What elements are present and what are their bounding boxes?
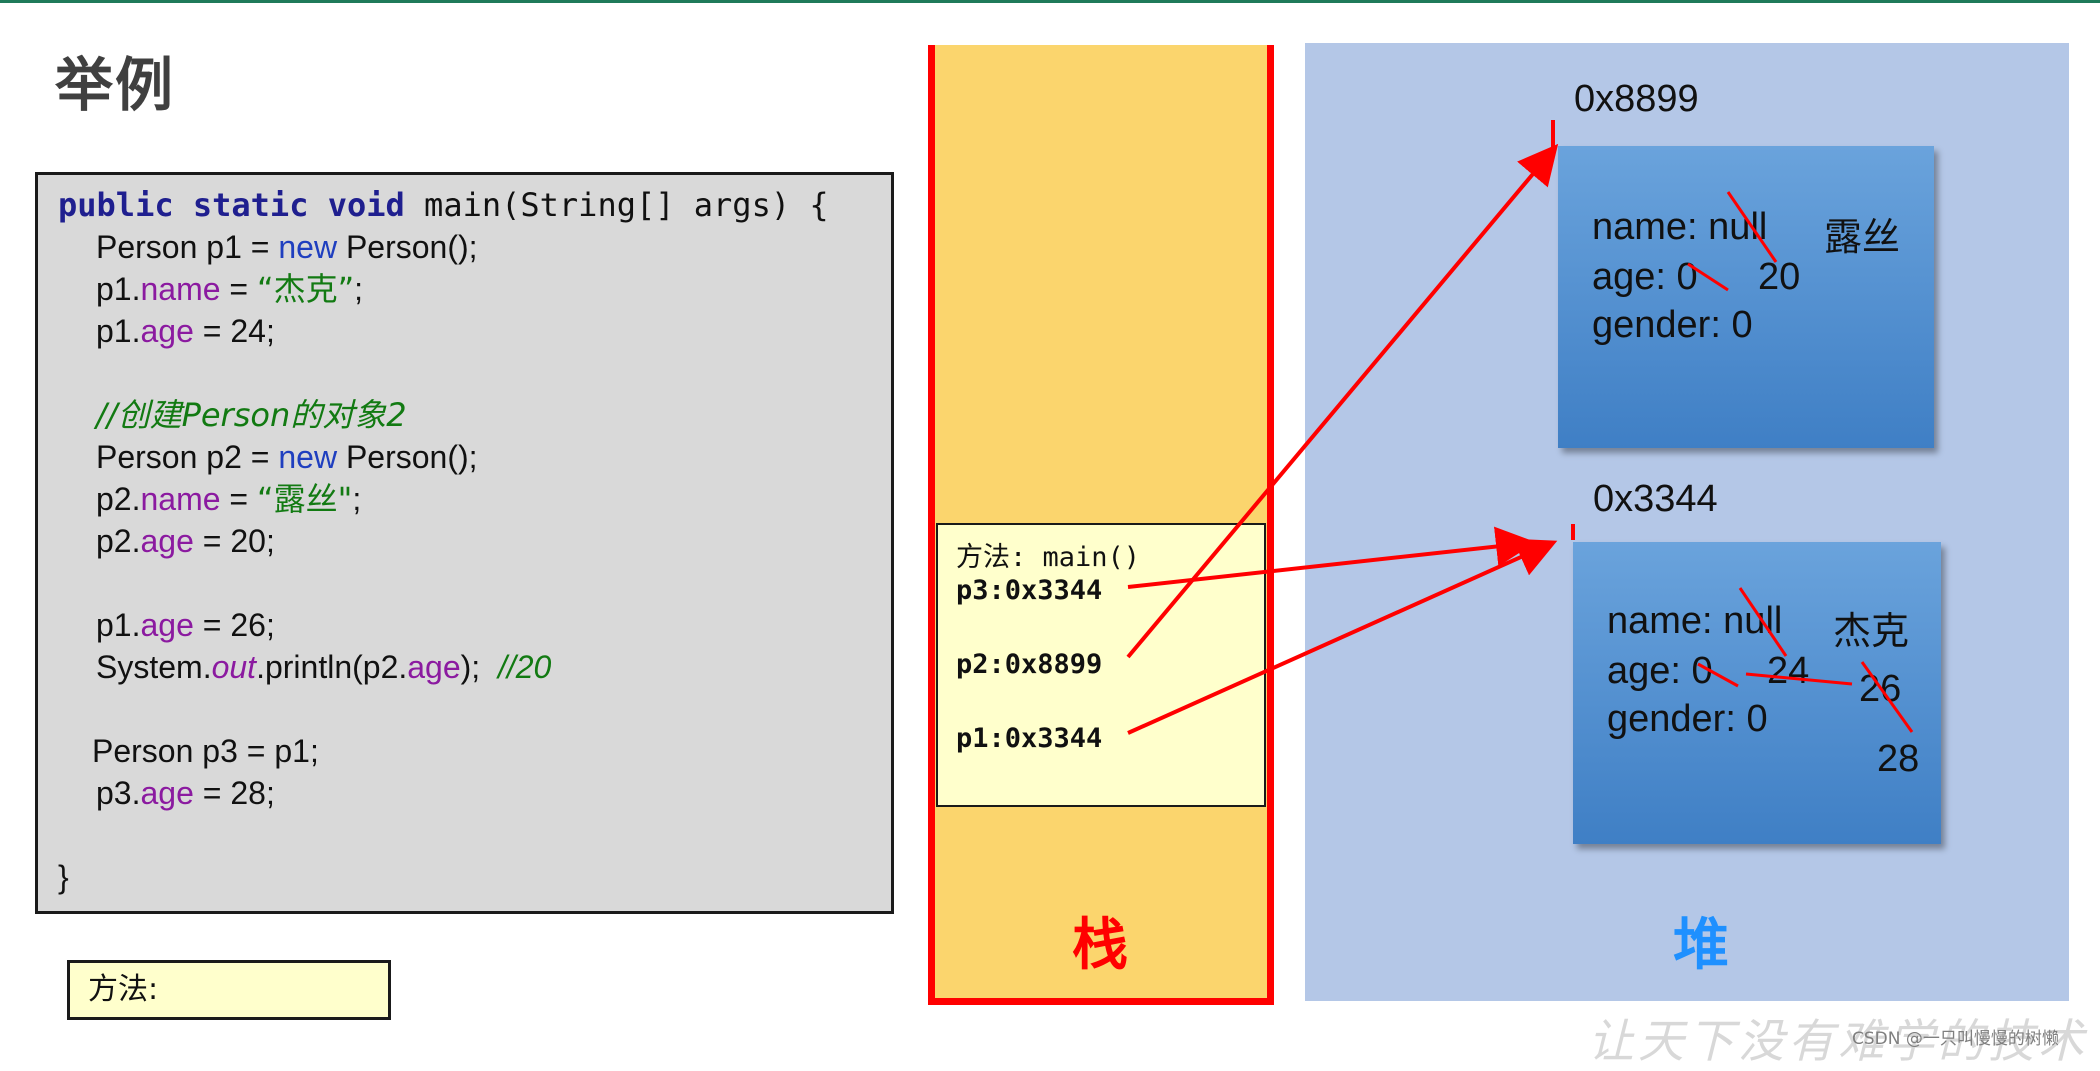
code-text: p3. xyxy=(96,775,141,811)
code-signature: main(String[] args) { xyxy=(404,186,829,224)
code-text: p1. xyxy=(96,607,141,643)
code-text: System. xyxy=(96,649,212,685)
code-line: p1.name = “杰克”; xyxy=(96,269,363,309)
frame-var-p3: p3:0x3344 xyxy=(956,575,1103,606)
top-accent-line xyxy=(0,0,2100,3)
code-line: Person p2 = new Person(); xyxy=(96,437,478,477)
heap-object-0x8899: name: null 露丝 age: 0 20 gender: 0 xyxy=(1558,146,1934,448)
code-field: name xyxy=(140,271,221,307)
code-line: Person p1 = new Person(); xyxy=(96,227,478,267)
code-text: = xyxy=(220,481,257,517)
object-age-field: age: 0 xyxy=(1592,256,1698,298)
heap-object-0x3344: name: null 杰克 age: 0 24 26 28 gender: 0 xyxy=(1573,542,1941,844)
code-text: = xyxy=(220,271,257,307)
code-panel: public static void main(String[] args) {… xyxy=(35,172,894,914)
code-field: age xyxy=(140,775,194,811)
object-name-new-value: 露丝 xyxy=(1824,215,1901,259)
code-field: age xyxy=(140,607,194,643)
slide-title: 举例 xyxy=(55,51,176,119)
code-text: = 28; xyxy=(193,775,275,811)
code-text: p1. xyxy=(96,271,141,307)
object-name-field: name: null xyxy=(1592,206,1768,248)
code-text: Person(); xyxy=(337,229,478,265)
code-field: age xyxy=(140,313,194,349)
code-text: p2. xyxy=(96,481,141,517)
code-new-keyword: new xyxy=(278,439,338,475)
code-text: Person p1 = xyxy=(96,229,279,265)
object-gender-field: gender: 0 xyxy=(1592,304,1753,346)
heap-address-0x8899: 0x8899 xyxy=(1574,78,1699,120)
code-text: ; xyxy=(354,271,364,307)
heap-label: 堆 xyxy=(1673,913,1729,978)
code-text: ); xyxy=(460,649,498,685)
code-line: p1.age = 26; xyxy=(96,605,275,645)
code-text: ; xyxy=(352,481,362,517)
object-gender-field: gender: 0 xyxy=(1607,698,1768,740)
code-field: age xyxy=(140,523,194,559)
method-label-box: 方法: xyxy=(67,960,391,1020)
object-age-value-28: 28 xyxy=(1877,738,1920,780)
code-field: age xyxy=(407,649,461,685)
code-text: = 24; xyxy=(193,313,275,349)
code-line: p2.name = “露丝"; xyxy=(96,479,361,519)
code-new-keyword: new xyxy=(278,229,338,265)
code-line: System.out.println(p2.age); //20 xyxy=(96,647,551,687)
code-field: name xyxy=(140,481,221,517)
code-line: p2.age = 20; xyxy=(96,521,275,561)
code-text: Person(); xyxy=(337,439,478,475)
credit-text: CSDN @一只叫慢慢的树懒 xyxy=(1852,1029,2059,1049)
code-text: = 20; xyxy=(193,523,275,559)
heap-address-0x3344: 0x3344 xyxy=(1593,478,1718,520)
object-name-new-value: 杰克 xyxy=(1833,609,1910,653)
code-static-field: out xyxy=(211,649,257,685)
frame-var-p2: p2:0x8899 xyxy=(956,649,1103,680)
object-age-value-24: 24 xyxy=(1767,650,1810,692)
object-age-field: age: 0 xyxy=(1607,650,1713,692)
object-name-field: name: null xyxy=(1607,600,1783,642)
code-line: p1.age = 24; xyxy=(96,311,275,351)
code-text: p2. xyxy=(96,523,141,559)
object-age-value-26: 26 xyxy=(1859,668,1902,710)
code-line-closing-brace: } xyxy=(58,859,69,895)
object-age-value: 20 xyxy=(1758,256,1801,298)
code-keywords: public static void xyxy=(58,186,405,224)
code-text: Person p2 = xyxy=(96,439,279,475)
code-line: p3.age = 28; xyxy=(96,773,275,813)
code-comment: //创建Person的对象2 xyxy=(96,396,407,434)
frame-method-label: 方法: main() xyxy=(956,542,1141,573)
code-comment: //20 xyxy=(497,649,552,685)
code-text: .println(p2. xyxy=(256,649,408,685)
stack-frame-main: 方法: main() p3:0x3344 p2:0x8899 p1:0x3344 xyxy=(936,523,1266,807)
code-string: “露丝" xyxy=(257,480,353,518)
stack-label: 栈 xyxy=(1072,913,1128,978)
code-line: Person p3 = p1; xyxy=(92,733,319,769)
code-line-main-signature: public static void main(String[] args) { xyxy=(58,185,829,225)
code-text: p1. xyxy=(96,313,141,349)
frame-var-p1: p1:0x3344 xyxy=(956,723,1103,754)
code-string: “杰克” xyxy=(257,270,355,308)
code-text: = 26; xyxy=(193,607,275,643)
